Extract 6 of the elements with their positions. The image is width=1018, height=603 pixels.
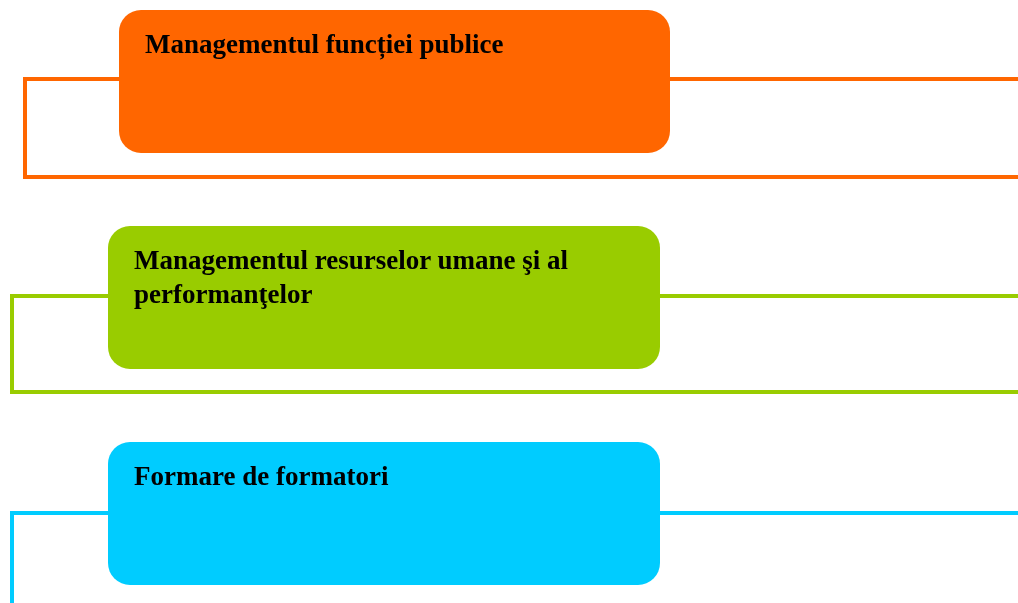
heading-text: Managementul funcției publice [145, 28, 504, 62]
heading-text: Managementul resurselor umane şi al performanţelor [134, 244, 569, 311]
heading-box [119, 10, 670, 153]
heading-box [108, 226, 660, 369]
heading-box [108, 442, 660, 585]
heading-text: Formare de formatori [134, 460, 389, 493]
